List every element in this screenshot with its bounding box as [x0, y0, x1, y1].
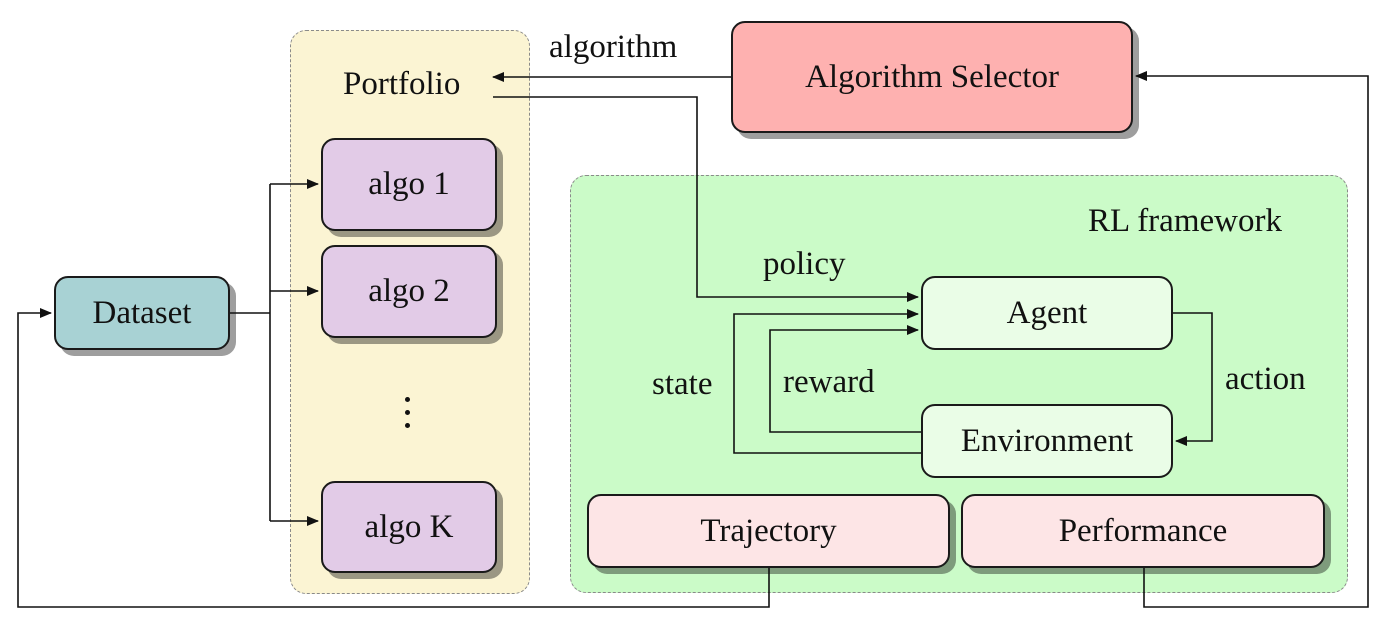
- ellipsis-dot: [405, 397, 410, 402]
- algo-2-node: algo 2: [321, 245, 497, 338]
- edge-state: [733, 309, 921, 454]
- edge-trajectory-dataset: [17, 308, 770, 608]
- agent-node: Agent: [921, 276, 1173, 350]
- edge-action: [1173, 312, 1213, 446]
- algo-1-node: algo 1: [321, 138, 497, 231]
- trajectory-node: Trajectory: [587, 494, 950, 568]
- environment-node: Environment: [921, 404, 1173, 478]
- algorithm-selector-node: Algorithm Selector: [731, 21, 1133, 133]
- edge-label-reward: reward: [783, 364, 875, 400]
- dataset-node: Dataset: [54, 276, 230, 350]
- edge-label-algorithm: algorithm: [549, 29, 678, 65]
- edge-portfolio-agent-policy: [493, 96, 919, 302]
- ellipsis-dot: [405, 410, 410, 415]
- algo-k-node: algo K: [321, 481, 497, 573]
- performance-node: Performance: [961, 494, 1325, 568]
- edge-label-state: state: [652, 366, 713, 402]
- edge-performance-selector: [1135, 71, 1369, 608]
- rl-framework-title: RL framework: [1088, 203, 1282, 239]
- edge-reward: [769, 325, 921, 433]
- edge-label-policy: policy: [763, 246, 846, 282]
- ellipsis-dot: [405, 423, 410, 428]
- edge-label-action: action: [1225, 361, 1306, 397]
- portfolio-title: Portfolio: [343, 66, 461, 102]
